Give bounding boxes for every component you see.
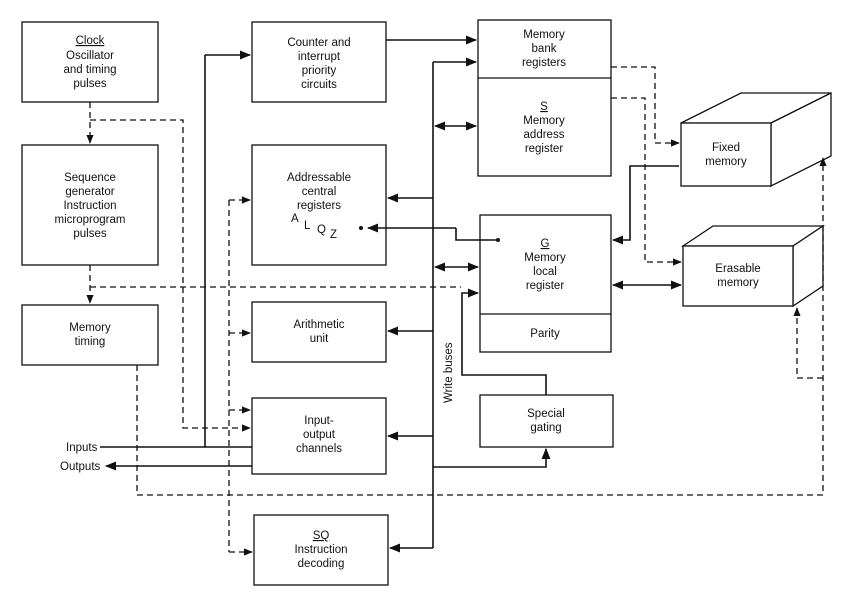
bank-line-2: bank xyxy=(532,43,557,55)
fixed-memory-block: Fixed memory xyxy=(680,91,832,188)
memtiming-line-2: timing xyxy=(75,336,106,348)
s-title: S xyxy=(540,101,548,113)
seq-line-3: Instruction xyxy=(63,200,116,212)
arith-line-2: unit xyxy=(310,333,329,345)
sq-title: SQ xyxy=(313,530,330,542)
erasable-line-2: memory xyxy=(717,277,759,289)
io-line-1: Input- xyxy=(304,415,334,427)
gating-line-1: Special xyxy=(527,408,565,420)
clock-block: Clock Oscillator and timing pulses xyxy=(21,21,159,103)
s-line-3: register xyxy=(525,143,564,155)
sequence-generator-block: Sequence generator Instruction microprog… xyxy=(21,144,159,266)
clock-line-3: pulses xyxy=(73,78,106,90)
central-line-1: Addressable xyxy=(287,172,351,184)
clock-line-2: and timing xyxy=(63,64,116,76)
parity-label: Parity xyxy=(530,328,560,340)
sq-line-2: decoding xyxy=(298,558,345,570)
seq-line-1: Sequence xyxy=(64,172,116,184)
register-q: Q xyxy=(317,224,326,236)
solid-connections xyxy=(100,35,683,553)
inputs-label: Inputs xyxy=(66,442,98,454)
fixed-line-2: memory xyxy=(705,156,747,168)
sq-line-1: Instruction xyxy=(294,544,347,556)
memory-bank-address-block: Memory bank registers S Memory address r… xyxy=(477,19,612,177)
g-title: G xyxy=(541,238,550,250)
counter-line-2: interrupt xyxy=(298,51,341,63)
counter-line-3: priority xyxy=(302,65,337,77)
special-gating-block: Special gating xyxy=(479,394,614,448)
memory-local-parity-block: G Memory local register Parity xyxy=(479,214,612,353)
write-buses-label: Write buses xyxy=(443,342,455,403)
register-l: L xyxy=(304,220,311,232)
s-line-1: Memory xyxy=(523,115,565,127)
io-channels-block: Input- output channels xyxy=(251,397,387,475)
clock-line-1: Oscillator xyxy=(66,50,114,62)
erasable-line-1: Erasable xyxy=(715,263,760,275)
central-registers-block: Addressable central registers A L Q Z xyxy=(251,144,387,266)
counter-line-1: Counter and xyxy=(287,37,350,49)
g-line-1: Memory xyxy=(524,252,566,264)
fixed-line-1: Fixed xyxy=(712,142,740,154)
gating-line-2: gating xyxy=(530,422,561,434)
g-line-3: register xyxy=(526,280,565,292)
arith-line-1: Arithmetic xyxy=(293,319,344,331)
erasable-memory-block: Erasable memory xyxy=(680,224,826,308)
bank-line-1: Memory xyxy=(523,29,565,41)
io-line-3: channels xyxy=(296,443,342,455)
instruction-decoding-block: SQ Instruction decoding xyxy=(253,514,389,586)
seq-line-2: generator xyxy=(65,186,114,198)
counter-block: Counter and interrupt priority circuits xyxy=(251,21,387,103)
s-line-2: address xyxy=(524,129,565,141)
register-z: Z xyxy=(330,229,337,241)
memtiming-line-1: Memory xyxy=(69,322,111,334)
clock-title: Clock xyxy=(76,35,105,47)
outputs-label: Outputs xyxy=(60,461,101,473)
seq-line-4: microprogram xyxy=(55,214,126,226)
register-a: A xyxy=(291,213,299,225)
counter-line-4: circuits xyxy=(301,79,337,91)
memory-timing-block: Memory timing xyxy=(21,304,159,366)
bank-line-3: registers xyxy=(522,57,566,69)
dashed-connections xyxy=(86,66,827,556)
central-line-3: registers xyxy=(297,200,341,212)
io-line-2: output xyxy=(303,429,336,441)
arithmetic-block: Arithmetic unit xyxy=(251,301,387,363)
central-line-2: central xyxy=(302,186,337,198)
seq-line-5: pulses xyxy=(73,228,106,240)
g-line-2: local xyxy=(533,266,557,278)
